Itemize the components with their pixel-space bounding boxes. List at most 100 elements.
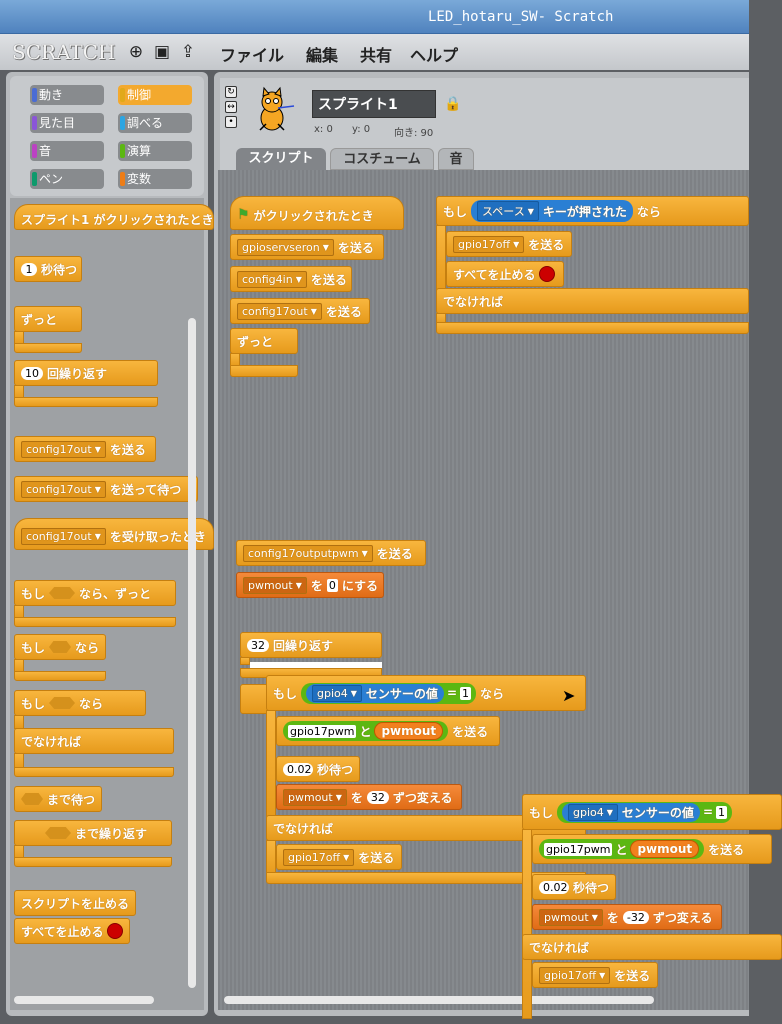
green-flag-hat-block[interactable]: ⚑がクリックされたとき xyxy=(230,196,404,230)
palette-vertical-scrollbar[interactable] xyxy=(188,318,196,988)
condition-slot[interactable] xyxy=(21,793,43,805)
condition-slot[interactable] xyxy=(45,827,71,839)
category-operators[interactable]: 演算 xyxy=(118,141,192,161)
sensor-value-reporter[interactable]: gpio4▼センサーの値 xyxy=(562,802,700,822)
value-input[interactable]: 0 xyxy=(326,578,338,592)
message-dropdown[interactable]: gpio17off▼ xyxy=(453,235,525,253)
message-dropdown[interactable]: gpioservseron▼ xyxy=(237,238,334,256)
value-input[interactable]: 32 xyxy=(366,790,389,804)
forever-block[interactable]: ずっと xyxy=(230,328,298,354)
sprite-name-field[interactable]: スプライト1 xyxy=(312,90,436,118)
value-input[interactable]: 1 xyxy=(460,686,471,700)
message-dropdown[interactable]: config17out▼ xyxy=(237,302,322,320)
key-dropdown[interactable]: スペース▼ xyxy=(477,201,539,221)
message-dropdown[interactable]: gpio17off▼ xyxy=(283,848,355,866)
menu-file[interactable]: ファイル xyxy=(220,46,285,65)
variable-dropdown[interactable]: pwmout▼ xyxy=(539,908,603,926)
wait-seconds-input[interactable]: 0.02 xyxy=(539,880,569,894)
palette-broadcast-wait-block[interactable]: config17out▼を送って待つ xyxy=(14,476,198,502)
sensor-value-reporter[interactable]: gpio4▼センサーの値 xyxy=(306,683,444,703)
category-looks[interactable]: 見た目 xyxy=(30,113,104,133)
palette-if-forever-block[interactable]: もしなら、ずっと xyxy=(14,580,176,606)
lock-icon[interactable]: 🔒 xyxy=(444,96,462,112)
rotate-all-icon[interactable]: ↻ xyxy=(225,86,237,98)
equals-operator[interactable]: gpio4▼センサーの値 = 1 xyxy=(557,801,732,823)
sprite-cat-thumbnail[interactable] xyxy=(248,86,298,136)
stop-all-block[interactable]: すべてを止める xyxy=(446,261,564,287)
broadcast-block[interactable]: gpioservseron▼を送る xyxy=(230,234,384,260)
tab-scripts[interactable]: スクリプト xyxy=(236,148,326,170)
share-icon[interactable]: ⇪ xyxy=(180,42,196,62)
category-sound[interactable]: 音 xyxy=(30,141,104,161)
sensor-dropdown[interactable]: gpio4▼ xyxy=(312,684,362,702)
variable-dropdown[interactable]: pwmout▼ xyxy=(243,576,307,594)
globe-icon[interactable]: ⊕ xyxy=(128,42,144,62)
condition-slot[interactable] xyxy=(49,697,76,709)
value-input[interactable]: -32 xyxy=(622,910,649,924)
tab-sounds[interactable]: 音 xyxy=(438,148,474,170)
message-dropdown[interactable]: gpio17off▼ xyxy=(539,966,611,984)
variable-dropdown[interactable]: pwmout▼ xyxy=(283,788,347,806)
category-motion[interactable]: 動き xyxy=(30,85,104,105)
category-sensing[interactable]: 調べる xyxy=(118,113,192,133)
save-icon[interactable]: ▣ xyxy=(153,42,171,62)
broadcast-block[interactable]: config17out▼を送る xyxy=(230,298,370,324)
menu-edit[interactable]: 編集 xyxy=(306,46,339,65)
palette-when-receive-hat[interactable]: config17out▼を受け取ったとき xyxy=(14,518,214,550)
palette-sprite-clicked-hat[interactable]: スプライト1 がクリックされたとき xyxy=(14,204,214,230)
equals-operator[interactable]: gpio4▼センサーの値 = 1 xyxy=(301,682,476,704)
text-input[interactable]: gpio17pwm xyxy=(544,842,613,856)
value-input[interactable]: 1 xyxy=(716,805,727,819)
menu-share[interactable]: 共有 xyxy=(360,46,393,65)
message-dropdown[interactable]: config17out▼ xyxy=(21,480,106,498)
variable-reporter[interactable]: pwmout xyxy=(630,840,700,858)
if-else-block[interactable]: もし gpio4▼センサーの値 = 1 xyxy=(522,794,782,830)
wait-seconds-input[interactable]: 0.02 xyxy=(283,762,313,776)
sensor-dropdown[interactable]: gpio4▼ xyxy=(568,803,618,821)
key-pressed-sensor[interactable]: スペース▼キーが押された xyxy=(471,200,633,222)
message-dropdown[interactable]: config17outputpwm▼ xyxy=(243,544,373,562)
text-input[interactable]: gpio17pwm xyxy=(288,724,357,738)
broadcast-block[interactable]: gpio17off▼を送る xyxy=(532,962,658,988)
script-horizontal-scrollbar[interactable] xyxy=(224,996,654,1004)
menu-help[interactable]: ヘルプ xyxy=(410,46,459,65)
palette-if-else-block[interactable]: もしなら xyxy=(14,690,146,716)
tab-costumes[interactable]: コスチューム xyxy=(330,148,434,170)
message-dropdown[interactable]: config17out▼ xyxy=(21,527,106,545)
palette-horizontal-scrollbar[interactable] xyxy=(14,996,154,1004)
variable-reporter[interactable]: pwmout xyxy=(374,722,444,740)
no-rotate-icon[interactable]: • xyxy=(225,116,237,128)
flip-lr-icon[interactable]: ↔ xyxy=(225,101,237,113)
condition-slot[interactable] xyxy=(49,641,71,653)
palette-forever-block[interactable]: ずっと xyxy=(14,306,82,332)
palette-if-block[interactable]: もしなら xyxy=(14,634,106,660)
category-variables[interactable]: 変数 xyxy=(118,169,192,189)
broadcast-block[interactable]: config17outputpwm▼を送る xyxy=(236,540,426,566)
repeat-count-input[interactable]: 32 xyxy=(247,638,269,652)
condition-slot[interactable] xyxy=(49,587,76,599)
message-dropdown[interactable]: config17out▼ xyxy=(21,440,106,458)
category-pen[interactable]: ペン xyxy=(30,169,104,189)
palette-wait-until-block[interactable]: まで待つ xyxy=(14,786,102,812)
if-else-block[interactable]: もし スペース▼キーが押された なら xyxy=(436,196,749,226)
category-control[interactable]: 制御 xyxy=(118,85,192,105)
palette-repeat-until-block[interactable]: まで繰り返す xyxy=(14,820,172,846)
palette-broadcast-block[interactable]: config17out▼を送る xyxy=(14,436,156,462)
broadcast-block[interactable]: gpio17off▼を送る xyxy=(446,231,572,257)
broadcast-block[interactable]: gpio17off▼を送る xyxy=(276,844,402,870)
if-else-block[interactable]: もし gpio4▼センサーの値 = 1 なら xyxy=(266,675,586,711)
message-dropdown[interactable]: config4in▼ xyxy=(237,270,307,288)
broadcast-block[interactable]: config4in▼を送る xyxy=(230,266,352,292)
